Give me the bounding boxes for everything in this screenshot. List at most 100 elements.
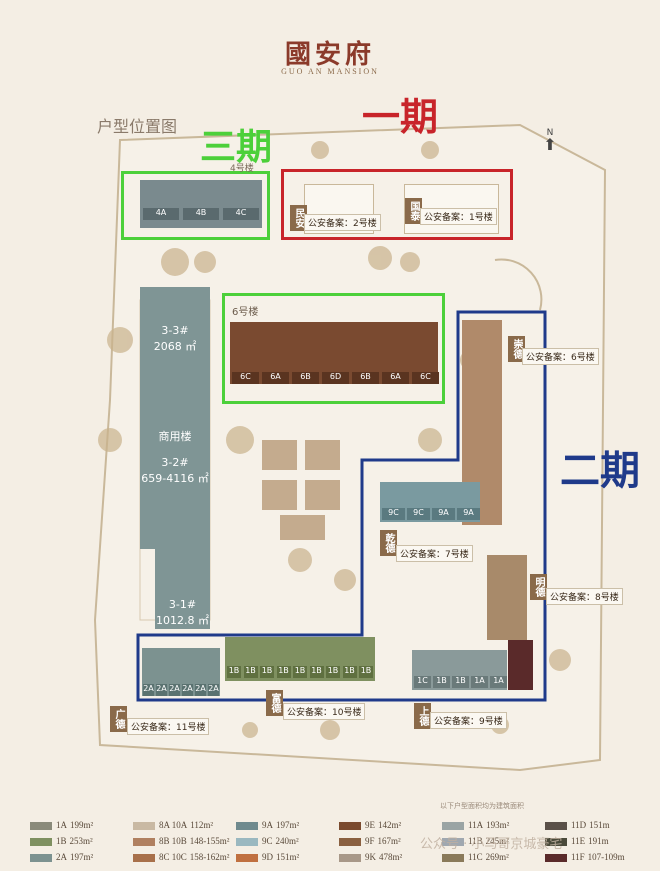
legend-swatch xyxy=(30,821,52,830)
legend-swatch xyxy=(339,837,361,846)
b11-unit: 2A xyxy=(195,684,206,696)
b4-unit: 4A xyxy=(143,208,179,220)
b7-unit: 9A xyxy=(457,508,480,520)
b9-unit: 1C xyxy=(414,676,431,688)
qiande-label: 乾德 xyxy=(380,530,397,556)
legend-swatch xyxy=(545,853,567,862)
chongde-label: 崇德 xyxy=(508,336,525,362)
legend-area: 197m² xyxy=(70,852,94,862)
b4-unit: 4C xyxy=(223,208,259,220)
b33-area: 2068 ㎡ xyxy=(153,340,197,353)
fude-label: 富德 xyxy=(266,690,283,716)
b31-area: 1012.8 ㎡ xyxy=(156,614,209,627)
legend-swatch xyxy=(339,853,361,862)
shangde-label: 上德 xyxy=(414,703,431,729)
legend-swatch xyxy=(236,853,258,862)
legend-swatch xyxy=(133,837,155,846)
b6-unit: 6A xyxy=(262,372,289,384)
b10-unit: 1B xyxy=(276,666,291,678)
legend-area: 112m² xyxy=(190,820,214,830)
legend-area: 142m² xyxy=(378,820,402,830)
b11-unit: 2A xyxy=(208,684,219,696)
compass-label: N xyxy=(546,128,554,138)
b10-unit: 1B xyxy=(243,666,258,678)
legend-swatch xyxy=(545,837,567,846)
watermark: 公众号 · 小马哥京城豪宅 xyxy=(420,837,563,852)
shangde-registration: 公安备案：9号楼 xyxy=(430,712,507,729)
legend-code: 9C xyxy=(262,836,273,846)
b10-unit: 1B xyxy=(309,666,324,678)
legend-area: 197m² xyxy=(276,820,300,830)
compass: N ⬆ xyxy=(540,128,560,153)
b10-unit: 1B xyxy=(260,666,274,678)
b4-building xyxy=(140,180,262,228)
legend-code: 9K xyxy=(365,852,376,862)
mingde-registration: 公安备案：8号楼 xyxy=(546,588,623,605)
plan-title: 户型位置图 xyxy=(97,117,178,136)
legend-code: 8B 10B xyxy=(159,836,187,846)
phase3-boundary-north xyxy=(121,171,270,240)
b32-area: 659-4116 ㎡ xyxy=(141,472,209,485)
b6-unit: 6B xyxy=(292,372,319,384)
b31-name: 3-1# xyxy=(168,598,197,611)
phase1-boundary xyxy=(281,169,513,240)
legend-swatch xyxy=(133,821,155,830)
guangde-registration: 公安备案：11号楼 xyxy=(127,718,210,735)
legend-code: 9E xyxy=(365,820,375,830)
minan-label: 民安 xyxy=(290,205,307,231)
b9-unit: 1A xyxy=(471,676,488,688)
minan-registration: 公安备案：2号楼 xyxy=(304,214,381,231)
b6-unit: 6A xyxy=(382,372,409,384)
legend-swatch xyxy=(442,821,464,830)
b11-unit: 2A xyxy=(156,684,167,696)
b10-unit: 1B xyxy=(227,666,241,678)
building-3-2: 商用楼 3-2# 659-4116 ㎡ xyxy=(140,399,210,549)
legend-area: 245m² xyxy=(485,836,509,846)
b32-name: 3-2# xyxy=(161,456,189,469)
legend-area: 148-155m² xyxy=(189,836,230,846)
legend-code: 2A xyxy=(56,852,67,862)
b4-label: 4号楼 xyxy=(230,164,254,174)
legend-code: 11D xyxy=(571,820,587,830)
b10-unit: 1B xyxy=(326,666,340,678)
b6-unit: 6C xyxy=(232,372,259,384)
b10-unit: 1B xyxy=(342,666,357,678)
b10-unit: 1B xyxy=(359,666,373,678)
legend-area: 107-109m xyxy=(587,852,625,862)
b7-unit: 9A xyxy=(432,508,455,520)
b11-unit: 2A xyxy=(143,684,154,696)
b6-label: 6号楼 xyxy=(232,307,259,318)
legend-swatch xyxy=(236,837,258,846)
mingde-label: 明德 xyxy=(530,574,547,600)
legend-code: 11A xyxy=(468,820,484,830)
legend-swatch xyxy=(442,853,464,862)
area-note: 以下户型面积均为建筑面积 xyxy=(440,802,524,810)
legend-code: 9A xyxy=(262,820,273,830)
legend-swatch xyxy=(236,821,258,830)
legend-area: 151m² xyxy=(276,852,300,862)
qiande-registration: 公安备案：7号楼 xyxy=(396,545,473,562)
guangde-building xyxy=(142,648,220,696)
legend-area: 191m xyxy=(588,836,609,846)
legend-area: 151m xyxy=(589,820,610,830)
legend-area: 199m² xyxy=(70,820,94,830)
guotai-registration: 公安备案：1号楼 xyxy=(420,208,497,225)
legend-swatch xyxy=(339,821,361,830)
b32-title: 商用楼 xyxy=(158,430,192,443)
